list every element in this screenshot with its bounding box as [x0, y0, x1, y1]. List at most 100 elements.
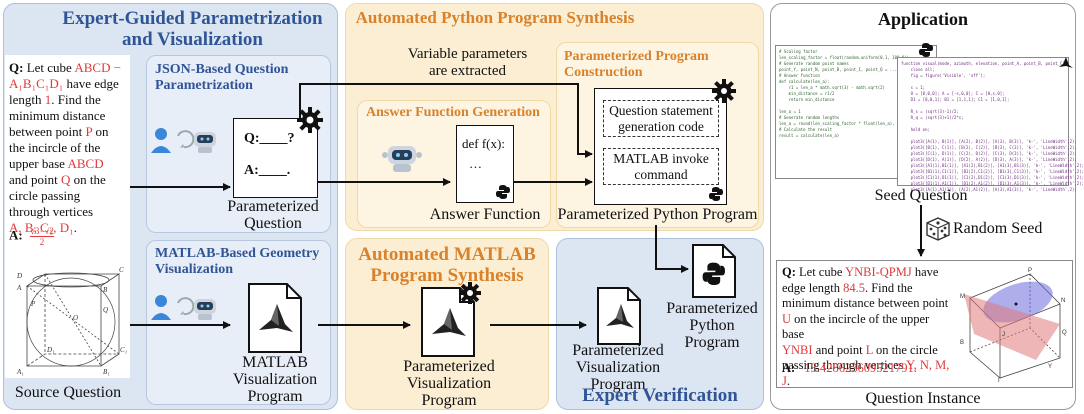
python-program-caption: Parameterized Python Program — [557, 206, 758, 223]
variable-token: A, B, C₁, D₁ — [9, 220, 74, 235]
question-line: A₁B₁C₁D₁ have edge — [9, 76, 129, 92]
question-line: A, B, C₁, D₁. — [9, 220, 129, 236]
variable-token: YNBI — [782, 342, 813, 357]
application-title: Application — [877, 9, 969, 29]
instance-answer: A: 13.428623609521791. — [782, 361, 917, 375]
verification-title: Expert Verification — [582, 385, 738, 406]
question-line: length 1. Find the — [9, 92, 129, 108]
question-text: and point — [812, 342, 866, 357]
verified-vis-caption: Parameterized Visualization Program — [572, 342, 664, 393]
question-line: the incircle of the — [9, 140, 129, 156]
variable-token: ABCD — [67, 156, 104, 171]
person-icon — [151, 295, 216, 320]
variable-token: L — [865, 342, 873, 357]
question-text: on the — [70, 172, 106, 187]
source-question-caption: Source Question — [14, 384, 122, 401]
matlab-invoke-box: MATLAB invoke command — [603, 148, 719, 185]
gear-icon — [712, 79, 736, 103]
question-text: on — [92, 124, 109, 139]
question-line: circle passing — [9, 188, 129, 204]
question-text: . — [73, 220, 77, 235]
question-text: minimum distance between point — [782, 296, 949, 310]
answer-function-caption: Answer Function — [429, 206, 541, 223]
param-program-title: Parameterized Program Construction — [564, 49, 709, 80]
instance-label: Y — [1048, 364, 1052, 370]
question-text: length — [9, 92, 45, 107]
gear-icon — [459, 282, 481, 304]
answer-denominator: 2 — [39, 237, 45, 247]
param-vis-caption: Parameterized Visualization Program — [403, 358, 495, 409]
question-line: minimum distance between point — [782, 296, 952, 312]
question-text: between point — [9, 124, 86, 139]
python-synthesis-title: Automated Python Program Synthesis — [355, 8, 635, 27]
parameterized-question-caption: Parameterized Question — [227, 198, 319, 232]
answer-fn-code-2: … — [469, 156, 482, 171]
random-seed-label: Random Seed — [953, 220, 1043, 237]
question-text: minimum distance — [9, 108, 106, 123]
question-text: on the circle — [872, 342, 938, 357]
expert-title: Expert-Guided Parametrization and Visual… — [62, 8, 323, 50]
cube-label: P — [30, 300, 36, 308]
variable-token: 1 — [44, 92, 52, 107]
question-text: passing through vertices — [782, 358, 907, 372]
question-text: Let cube — [799, 265, 846, 279]
question-text: edge length — [782, 280, 844, 295]
cube-label: D₁ — [46, 346, 55, 354]
question-line: YNBI and point L on the circle — [782, 343, 952, 359]
seed-code-matlab-text: function visual(mode, azimuth, elevation… — [901, 61, 1084, 192]
seed-code-python-text: # Scaling factor len_scaling_factor = fl… — [779, 49, 909, 138]
question-text: circle passing — [9, 188, 81, 203]
answer-function-doc: def f(x): … — [456, 125, 514, 203]
robot-icon — [382, 146, 422, 172]
source-cube-figure: D C A B D₁ C₁ A₁ B₁ P Q O — [16, 266, 127, 376]
answer-fn-code-1: def f(x): — [462, 136, 505, 151]
question-text: and point — [9, 172, 61, 187]
question-prefix: Q: — [782, 265, 800, 279]
variable-token: Y, N, M, J — [782, 358, 950, 388]
source-answer: A: √3−√2 2 — [9, 226, 54, 247]
matlab-file-icon — [421, 287, 475, 357]
instance-label: N — [1061, 298, 1065, 304]
question-prefix: Q: — [9, 60, 27, 75]
person-icon — [151, 128, 216, 153]
matlab-synthesis-title: Automated MATLAB Program Synthesis — [358, 244, 536, 286]
question-line: passing through vertices Y, N, M, J. — [782, 358, 952, 389]
python-file-icon — [692, 244, 736, 298]
matlab-vis-caption: MATLAB Visualization Program — [232, 354, 318, 405]
matlab-file-icon — [248, 283, 302, 353]
variable-token: Q — [61, 172, 71, 187]
cube-label: B₁ — [103, 368, 110, 376]
instance-label: J — [1002, 332, 1005, 338]
verified-python-caption: Parameterized Python Program — [666, 300, 758, 351]
json-param-title: JSON-Based Question Parametrization — [155, 62, 289, 93]
variable-token: P — [85, 124, 93, 139]
cube-label: Q — [103, 306, 108, 314]
question-text: upper base — [9, 156, 68, 171]
question-line: Q: Let cube ABCD − — [9, 60, 129, 76]
python-icon — [919, 43, 933, 57]
question-line: Q: Let cube YNBI-QPMJ have — [782, 265, 952, 281]
question-generation-box: Question statement generation code — [603, 100, 719, 137]
cube-label: D — [16, 272, 22, 280]
instance-label: M — [960, 294, 965, 300]
expert-robot-icons-top — [150, 125, 220, 155]
gear-icon — [297, 107, 323, 133]
matlab-icon — [1059, 57, 1073, 68]
question-text: . Find the — [864, 280, 913, 295]
instance-label: P — [1028, 268, 1032, 274]
variable-token: A₁B₁C₁D₁ — [9, 76, 64, 91]
variable-params-note: Variable parameters are extracted — [407, 46, 528, 79]
cube-label: A — [16, 284, 22, 292]
question-text: on the incircle of the upper base — [782, 311, 930, 342]
python-icon — [496, 185, 510, 199]
seed-code-matlab: function visual(mode, azimuth, elevation… — [897, 57, 1084, 192]
instance-label: I — [998, 378, 1000, 384]
variable-token: 84.5 — [843, 280, 865, 295]
expert-robot-icons-bottom — [150, 292, 220, 322]
question-text: the incircle of the — [9, 140, 101, 155]
dice-icon — [926, 217, 950, 241]
answer-numerator: √3−√2 — [29, 226, 54, 237]
